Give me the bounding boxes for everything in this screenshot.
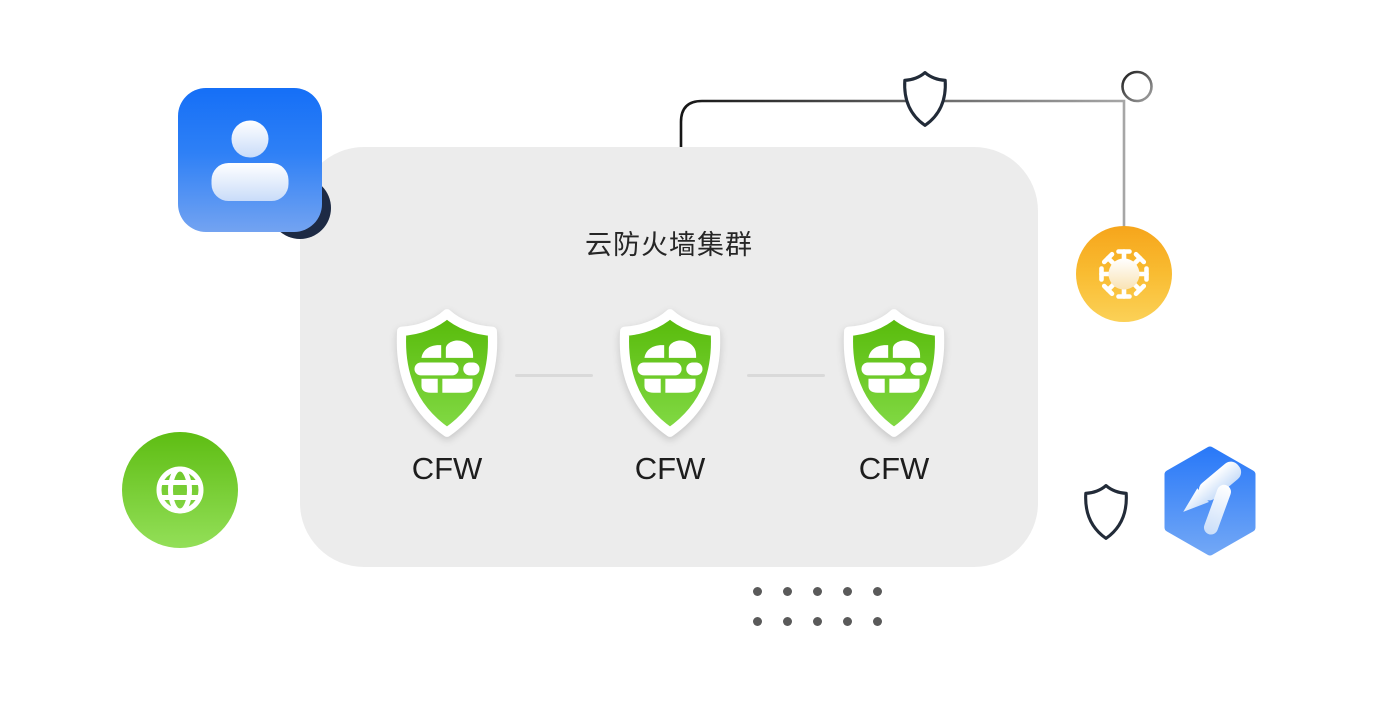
- dot: [753, 617, 762, 626]
- firewall-shield-icon: [843, 309, 945, 437]
- dot: [783, 617, 792, 626]
- dot: [843, 587, 852, 596]
- node-connector-line: [515, 374, 593, 377]
- firewall-shield-icon: [619, 309, 721, 437]
- dot: [873, 617, 882, 626]
- dot: [813, 587, 822, 596]
- shield-outline-icon: [903, 71, 947, 127]
- cfw-label: CFW: [858, 451, 930, 486]
- node-connector-line: [747, 374, 825, 377]
- panel-title: 云防火墙集群: [585, 230, 753, 260]
- cfw-node: CFW: [388, 308, 506, 487]
- dot: [873, 587, 882, 596]
- virus-icon: [1076, 226, 1172, 322]
- hammer-hexagon-icon: [1160, 445, 1260, 557]
- hammer-glyph: [1164, 446, 1256, 556]
- globe-glyph: [156, 466, 204, 514]
- cfw-label: CFW: [411, 451, 483, 486]
- cfw-node: CFW: [835, 308, 953, 487]
- dot: [783, 587, 792, 596]
- person-glyph: [211, 120, 289, 201]
- user-icon: [178, 88, 322, 232]
- firewall-shield-icon: [396, 309, 498, 437]
- globe-icon: [122, 432, 238, 548]
- dot: [843, 617, 852, 626]
- shield-outline-icon: [1084, 484, 1128, 540]
- virus-glyph: [1099, 249, 1149, 299]
- dot: [813, 617, 822, 626]
- firewall-cluster-panel: 云防火墙集群 CFW: [300, 147, 1038, 567]
- cfw-node: CFW: [611, 308, 729, 487]
- cfw-label: CFW: [634, 451, 706, 486]
- dots-grid: [753, 587, 882, 626]
- dot: [753, 587, 762, 596]
